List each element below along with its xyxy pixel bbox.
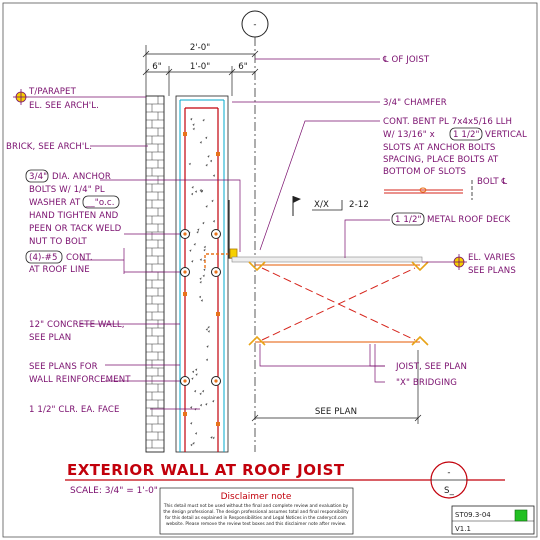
- label-anchor-6: NUT TO BOLT: [29, 237, 88, 247]
- detail-title: EXTERIOR WALL AT ROOF JOIST: [67, 461, 345, 479]
- metal-roof-deck: [231, 256, 423, 263]
- slope-indicator: [312, 200, 343, 211]
- level-marker-icon: [13, 89, 29, 105]
- disclaimer-heading: Disclaimer note: [221, 492, 292, 502]
- leader-lines: [80, 58, 390, 410]
- dim-right: 6": [238, 62, 247, 72]
- label-parapet-1: T/PARAPET: [28, 87, 77, 97]
- label-anchor-2: BOLTS W/ 1/4" PL: [29, 185, 105, 195]
- label-reinf-2: WALL REINFORCEMENT: [29, 375, 131, 385]
- bolt-detail: [384, 187, 463, 194]
- label-bent-pl-2a: W/ 13/16" x: [383, 130, 435, 140]
- dim-left: 6": [152, 62, 161, 72]
- spacing-box: [82, 195, 120, 209]
- label-joist-see: JOIST, SEE PLAN: [395, 362, 467, 372]
- label-see-plans: SEE PLANS: [468, 266, 516, 276]
- detail-scale: SCALE: 3/4" = 1'-0": [70, 486, 158, 496]
- label-anchor-1: DIA. ANCHOR: [52, 172, 111, 182]
- dim-overall: 2'-0": [190, 43, 210, 53]
- dimension-strings: [142, 45, 259, 96]
- label-chamfer: 3/4" CHAMFER: [383, 98, 447, 108]
- label-anchor-4: HAND TIGHTEN AND: [29, 211, 119, 221]
- disclaimer-line-4: website. Please remove the review text b…: [166, 521, 346, 527]
- label-parapet-2: EL. SEE ARCH'L.: [29, 101, 99, 111]
- disclaimer-line-2: the design professional. The design prof…: [163, 509, 349, 515]
- label-anchor-3box: __"o.c.: [85, 198, 115, 208]
- label-bolt-cl: BOLT ℄: [477, 177, 508, 187]
- label-clr: 1 1/2" CLR. EA. FACE: [29, 405, 120, 415]
- deck-size-box: [391, 212, 425, 226]
- joist-ends: [248, 261, 429, 346]
- label-bent-pl-2box: 1 1/2": [453, 130, 480, 140]
- label-joist-cl: ℄ OF JOIST: [382, 55, 430, 65]
- label-bridging: "X" BRIDGING: [396, 378, 457, 388]
- slope-label: X/X: [314, 200, 329, 210]
- label-wall-1: 12" CONCRETE WALL,: [29, 320, 125, 330]
- top-bubble-text: -: [253, 20, 256, 30]
- el-varies-marker-icon: [451, 254, 467, 270]
- label-cont-box: (4)-#5: [29, 253, 58, 263]
- label-cont-2: AT ROOF LINE: [29, 265, 90, 275]
- joist-chords: [255, 264, 420, 343]
- label-anchor-3a: WASHER AT: [29, 198, 81, 208]
- vertical-reinforcement: [184, 107, 219, 452]
- label-deck-box: 1 1/2": [395, 215, 422, 225]
- label-see-plan-dim: SEE PLAN: [315, 407, 357, 417]
- label-bent-pl-5: BOTTOM OF SLOTS: [383, 167, 466, 177]
- rebar-dots: [183, 132, 220, 426]
- label-anchor-5: PEEN OR TACK WELD: [29, 224, 122, 234]
- disclaimer-line-3: for this detail as explained in Responsi…: [165, 515, 347, 521]
- label-bent-pl-3: SLOTS AT ANCHOR BOLTS: [383, 143, 495, 153]
- sheet-number: ST09.3-04: [455, 511, 491, 519]
- label-brick: BRICK, SEE ARCH'L.: [6, 142, 92, 152]
- label-el-varies: EL. VARIES: [468, 253, 515, 263]
- disclaimer-line-1: This detail must not be used without the…: [163, 503, 349, 509]
- section-bubble-icon: [430, 461, 468, 499]
- sheet-version: V1.1: [455, 525, 471, 533]
- label-bent-pl-2b: VERTICAL: [485, 130, 527, 140]
- section-bubble-bottom: S_: [444, 486, 455, 496]
- flag-icon: [292, 196, 301, 216]
- slope-ratio: 2-12: [349, 200, 369, 210]
- see-plan-dimension: [251, 350, 422, 424]
- label-bent-pl-4: SPACING, PLACE BOLTS AT: [383, 155, 499, 165]
- label-wall-2: SEE PLAN: [29, 333, 71, 343]
- label-anchor-box: 3/4": [29, 172, 47, 182]
- label-reinf-1: SEE PLANS FOR: [29, 362, 98, 372]
- cont-bars-box: [25, 250, 63, 264]
- dim-middle: 1'-0": [190, 62, 210, 72]
- top-bubble: -: [241, 10, 269, 38]
- status-square-icon: [514, 509, 528, 522]
- section-bubble-top: -: [447, 468, 450, 478]
- x-bridging: [261, 267, 416, 341]
- brick-veneer: [145, 95, 165, 453]
- anchor-bolt: [204, 253, 232, 268]
- anchor-size-box: [25, 169, 49, 183]
- disclaimer-box: [159, 487, 354, 535]
- label-deck: METAL ROOF DECK: [427, 215, 510, 225]
- label-cont-1: CONT.: [66, 253, 93, 263]
- label-bent-pl-1: CONT. BENT PL 7x4x5/16 LLH: [383, 117, 512, 127]
- slot-size-box: [449, 127, 483, 141]
